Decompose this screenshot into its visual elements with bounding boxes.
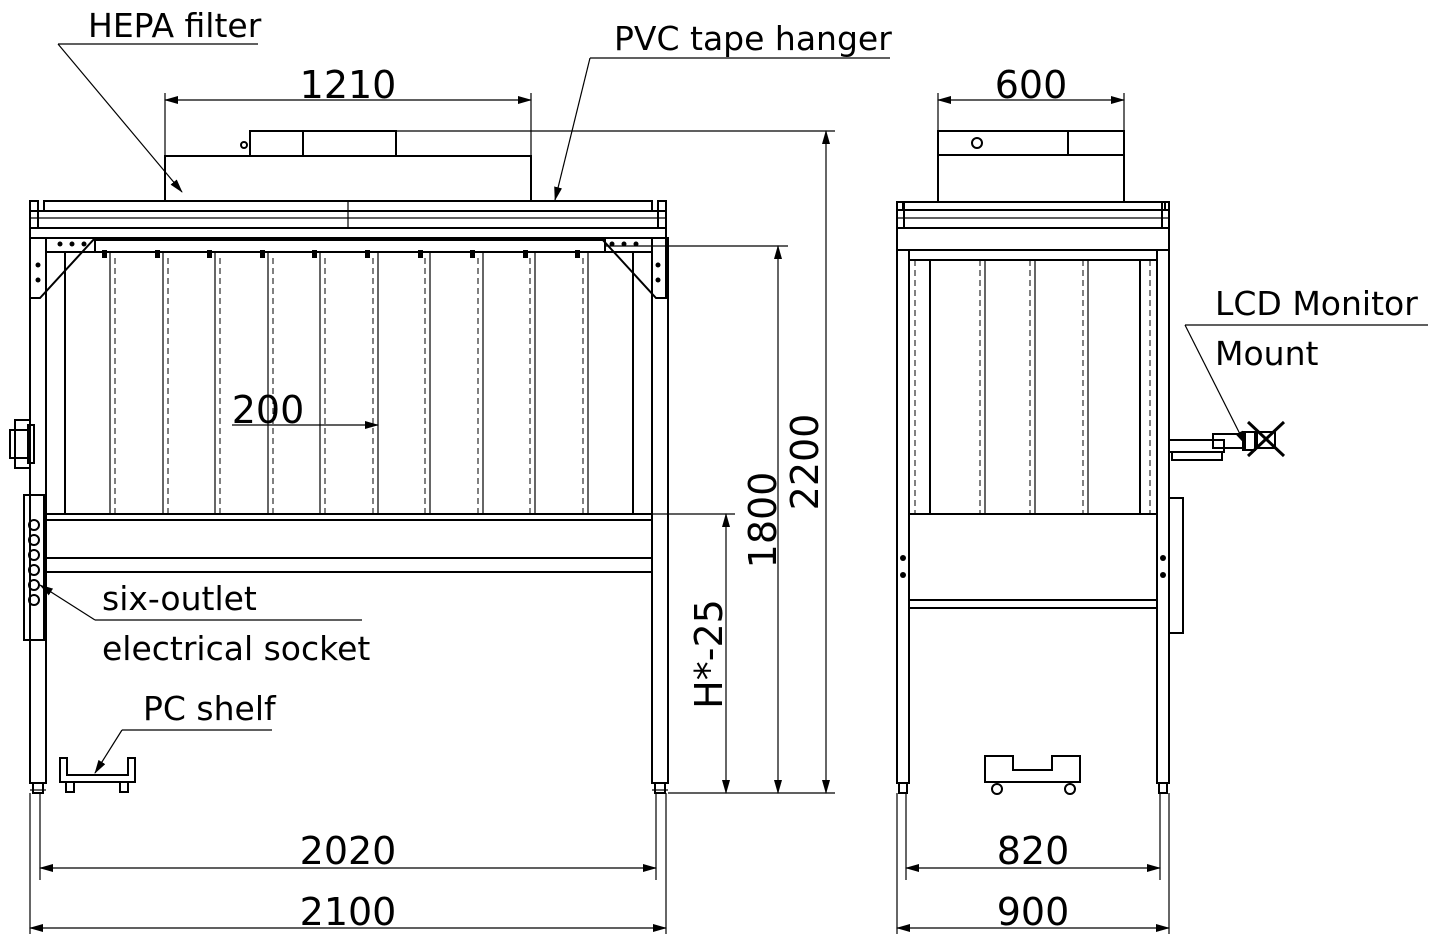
dimension-labels: 1210 600 200 2200 1800 H*-25 2020 2100 8… bbox=[232, 63, 1070, 934]
dim-side-filter-width: 600 bbox=[995, 63, 1068, 107]
side-hepa-filter-box bbox=[937, 130, 1125, 203]
front-legs bbox=[29, 237, 669, 794]
front-view bbox=[9, 130, 669, 794]
side-crossbar bbox=[908, 599, 1158, 609]
side-socket-box bbox=[1168, 497, 1184, 634]
front-pc-shelf bbox=[59, 757, 136, 793]
front-crossbar bbox=[45, 513, 653, 573]
label-lcd-monitor: LCD Monitor bbox=[1215, 284, 1418, 323]
side-view bbox=[896, 130, 1286, 795]
front-monitor-mount bbox=[9, 419, 35, 469]
dim-front-filter-width: 1210 bbox=[300, 63, 397, 107]
side-legs bbox=[896, 249, 1170, 794]
label-pc-shelf: PC shelf bbox=[143, 689, 277, 728]
front-hepa-filter-box bbox=[164, 130, 532, 202]
label-hepa-filter: HEPA filter bbox=[88, 6, 262, 45]
dim-working-height: H*-25 bbox=[687, 599, 731, 709]
side-pvc-curtain bbox=[908, 259, 1158, 515]
label-electrical-socket: electrical socket bbox=[102, 629, 370, 668]
side-pc-shelf bbox=[984, 755, 1081, 795]
dim-overall-height: 2200 bbox=[783, 414, 827, 511]
six-outlet-socket bbox=[23, 494, 45, 641]
callout-labels: HEPA filter PVC tape hanger LCD Monitor … bbox=[88, 6, 1418, 728]
curtain-hooks bbox=[102, 250, 580, 258]
leader-lines bbox=[39, 43, 1428, 774]
front-top-frame bbox=[29, 200, 667, 299]
side-top-frame bbox=[896, 201, 1170, 251]
lcd-monitor-mount bbox=[1168, 420, 1286, 461]
label-six-outlet: six-outlet bbox=[102, 579, 257, 618]
dim-strip-spacing: 200 bbox=[232, 388, 305, 432]
dim-front-inner-width: 2020 bbox=[300, 829, 397, 873]
dim-front-outer-width: 2100 bbox=[300, 890, 397, 934]
dim-side-outer-width: 900 bbox=[997, 890, 1070, 934]
dimension-lines bbox=[29, 93, 1170, 934]
label-pvc-tape-hanger: PVC tape hanger bbox=[614, 19, 892, 58]
dim-side-inner-width: 820 bbox=[997, 829, 1070, 873]
front-pvc-curtain bbox=[45, 250, 653, 515]
dim-curtain-height: 1800 bbox=[741, 472, 785, 569]
label-lcd-monitor-mount: Mount bbox=[1215, 334, 1318, 373]
